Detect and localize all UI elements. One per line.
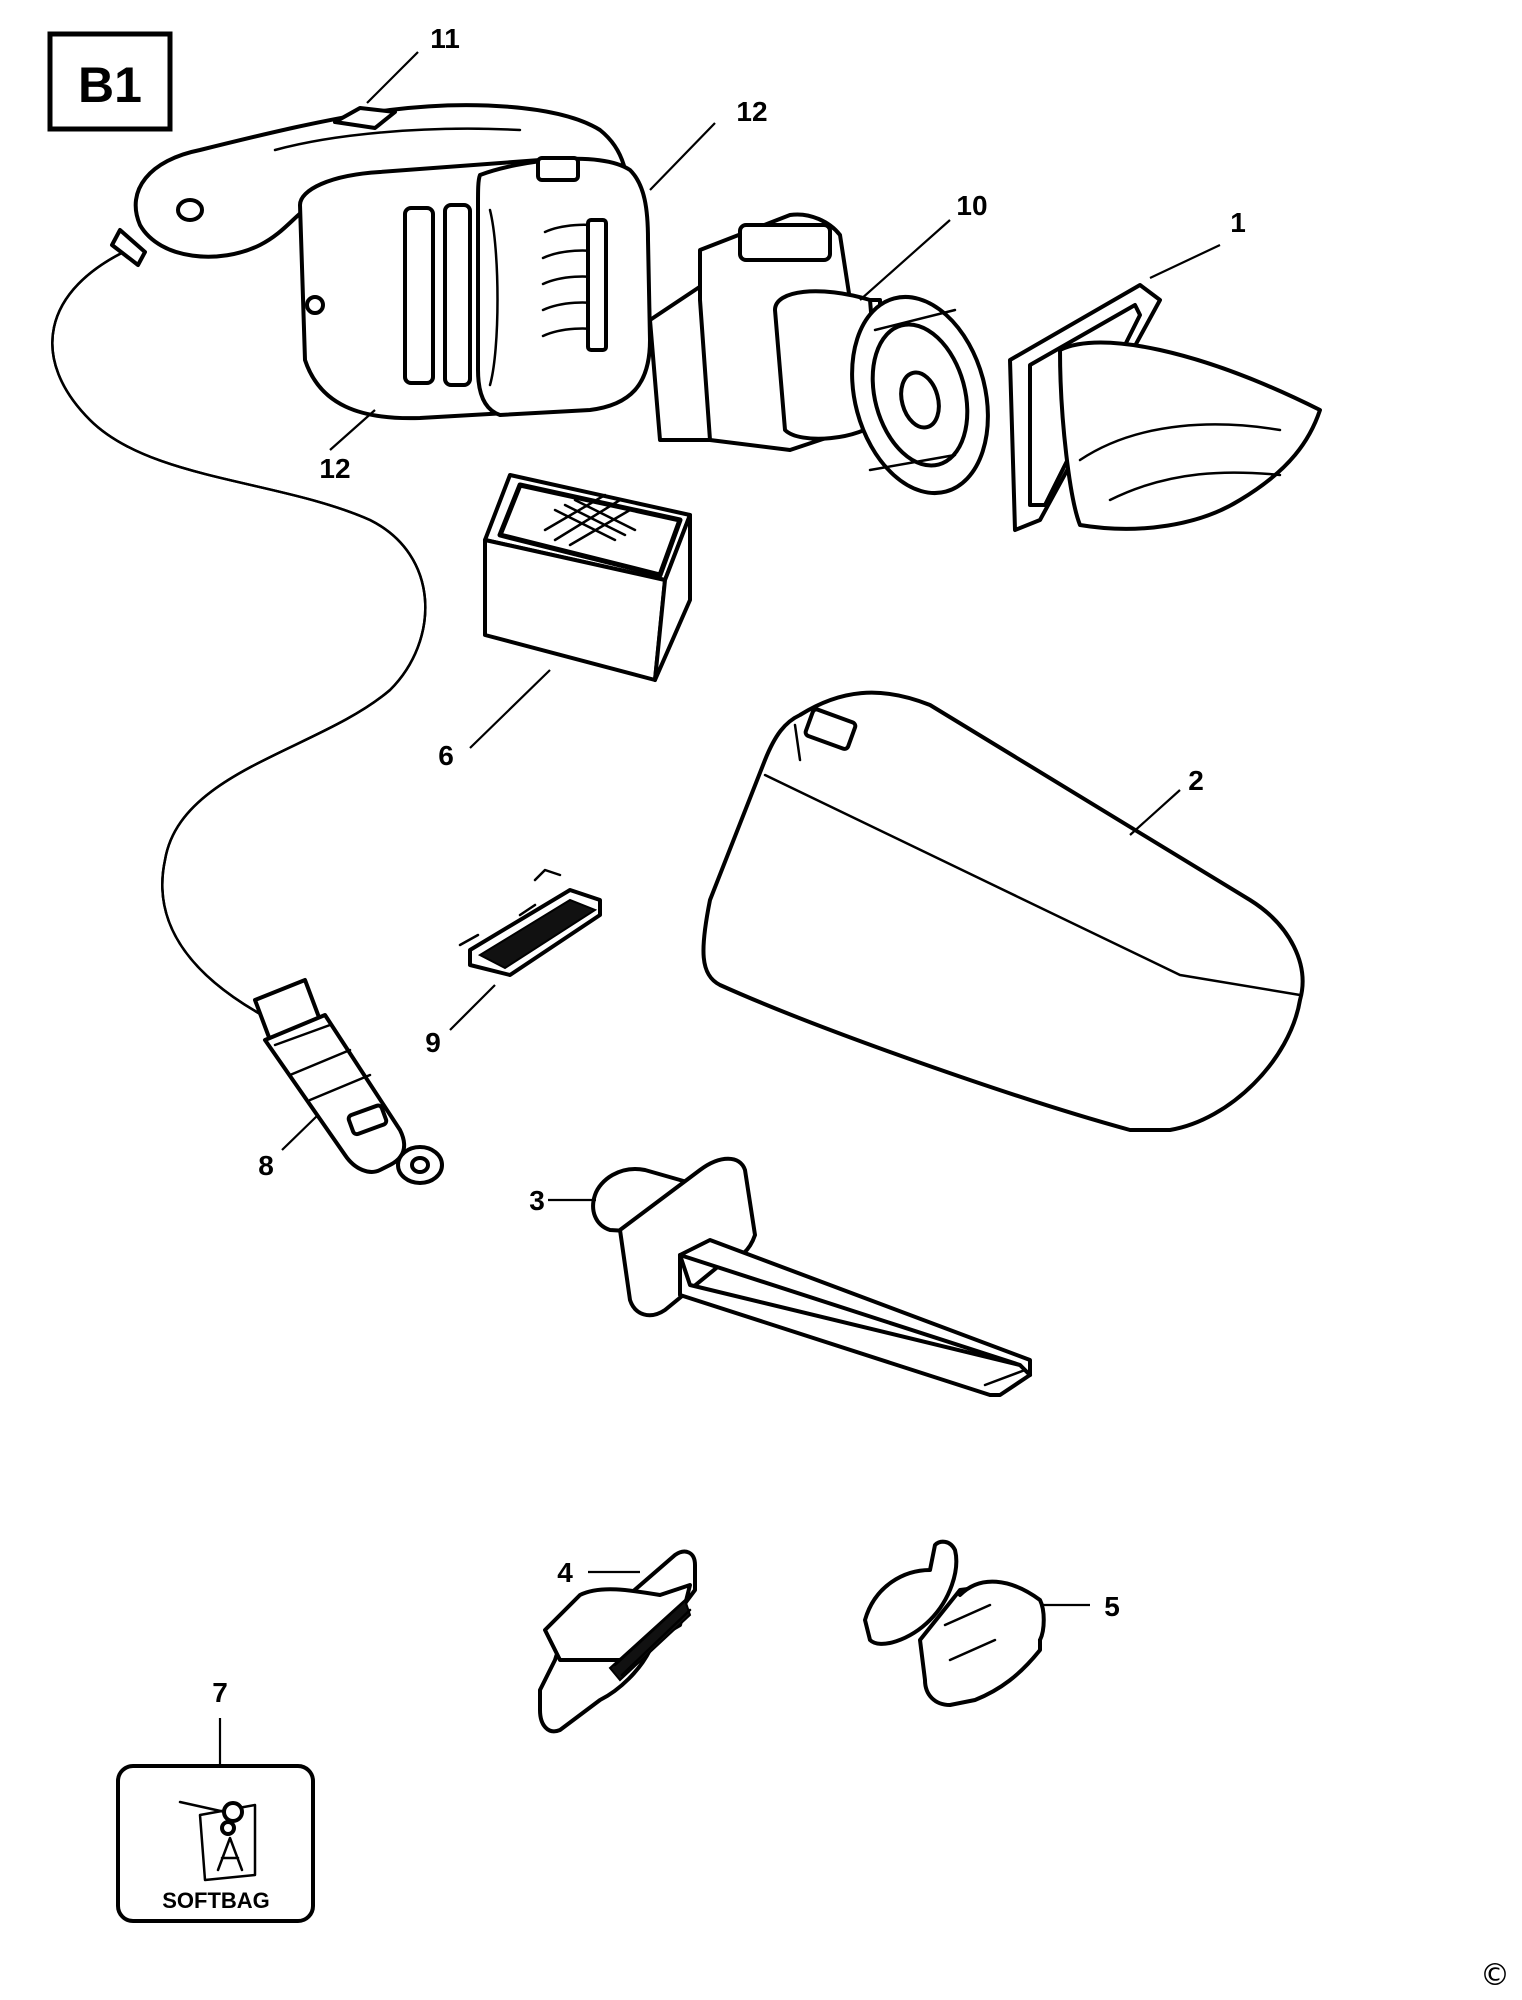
- crevice-tool-icon: [591, 1156, 1032, 1397]
- filter-icon: [1008, 283, 1322, 532]
- part-label-12-bottom: 12: [319, 453, 350, 484]
- brush-tool-icon: [538, 1549, 697, 1734]
- copyright-symbol: ©: [1480, 1958, 1510, 1993]
- part-label-1: 1: [1230, 207, 1246, 238]
- part-label-6: 6: [438, 740, 454, 771]
- bowl-icon: [701, 690, 1305, 1132]
- sheet-label: B1: [78, 57, 142, 113]
- softbag-icon: SOFTBAG: [116, 1764, 315, 1923]
- part-label-4: 4: [557, 1557, 573, 1588]
- sheet-label-box: B1: [47, 31, 173, 132]
- part-label-9: 9: [425, 1027, 441, 1058]
- nozzle-tool-icon: [863, 1539, 1046, 1707]
- part-label-7: 7: [212, 1677, 228, 1708]
- softbag-label: SOFTBAG: [162, 1888, 270, 1913]
- motor-icon: [648, 212, 990, 496]
- leader-lines: [218, 51, 1221, 1765]
- part-label-10: 10: [956, 190, 987, 221]
- part-label-8: 8: [258, 1150, 274, 1181]
- filter-box-icon: [483, 473, 692, 682]
- part-label-5: 5: [1104, 1591, 1120, 1622]
- exhaust-fins: [541, 218, 608, 352]
- car-plug-icon: [253, 978, 444, 1185]
- part-label-12-top: 12: [736, 96, 767, 127]
- part-label-11: 11: [430, 23, 460, 54]
- clip-icon: [458, 868, 602, 977]
- vacuum-body-icon: [110, 103, 652, 421]
- part-label-2: 2: [1188, 765, 1204, 796]
- part-label-3: 3: [529, 1185, 545, 1216]
